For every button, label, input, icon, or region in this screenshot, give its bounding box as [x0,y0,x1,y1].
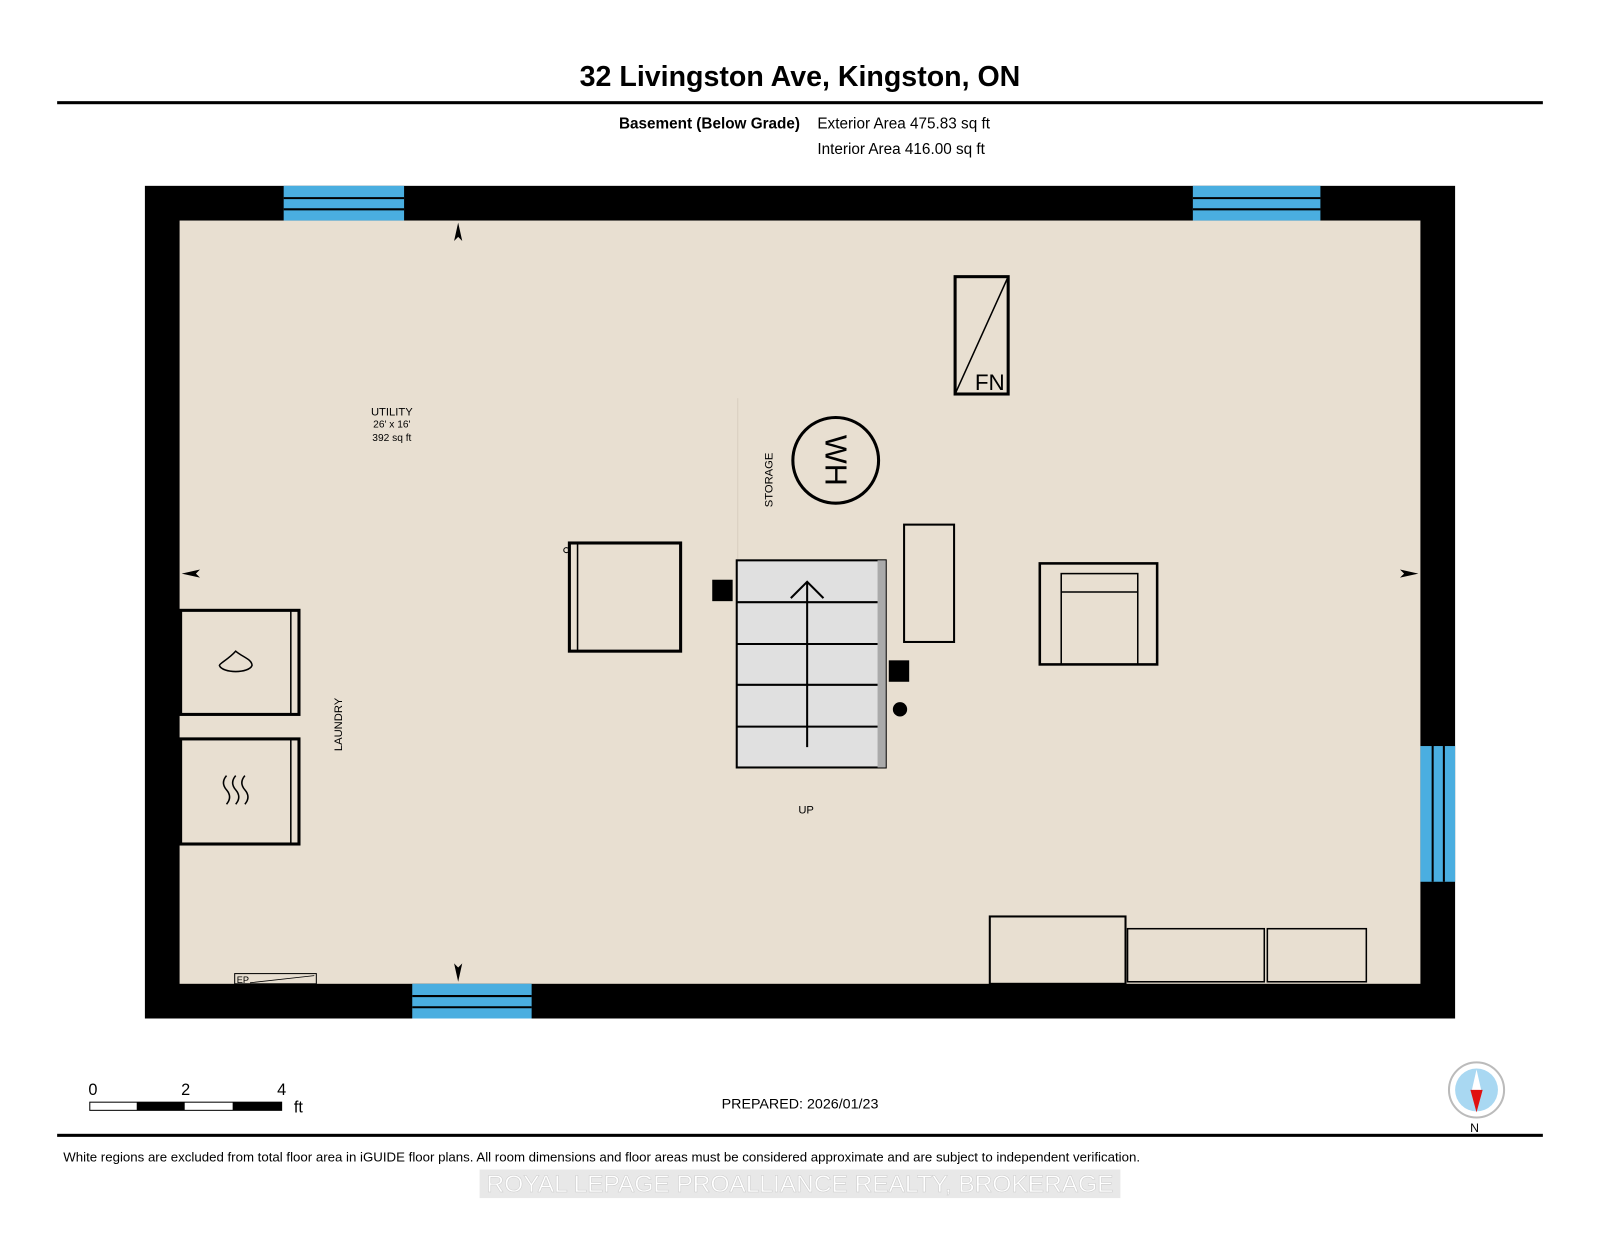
exterior-area: Exterior Area 475.83 sq ft [817,116,990,133]
chair [1038,562,1159,666]
dryer [179,737,301,846]
interior-area: Interior Area 416.00 sq ft [817,141,985,158]
disclaimer: White regions are excluded from total fl… [63,1149,1140,1164]
window-top-left [283,185,405,221]
column-post [888,660,910,682]
arrow-up-icon [454,222,463,241]
watermark: ROYAL LEPAGE PROALLIANCE REALTY, BROKERA… [487,1171,1114,1198]
scale-unit: ft [294,1098,304,1116]
round-post [892,702,908,717]
electrical-panel-label: EP [237,975,249,985]
cabinet [903,523,956,643]
counter [988,915,1127,985]
utility-dims: 26' x 16' [373,420,410,431]
footer-divider [57,1133,1543,1137]
water-heater: WH [791,415,881,505]
window-right [1420,746,1456,882]
compass-icon: N [1447,1061,1506,1135]
storage-label: STORAGE [763,453,775,508]
column-post [712,579,733,602]
window-bottom [412,983,532,1019]
utility-label: UTILITY [371,406,413,418]
washer [179,608,301,716]
header-divider [57,101,1543,105]
scale-bar: 0 2 4 ft [88,1081,303,1116]
compass-label: N [1470,1121,1479,1135]
shelving [1126,927,1368,983]
sink-tub [563,541,683,653]
furnace-label: FN [975,370,1005,395]
water-drop-icon [218,650,253,673]
watermark-bg [479,1169,1121,1199]
prepared-date: PREPARED: 2026/01/23 [722,1096,879,1112]
electrical-panel: EP [234,973,317,985]
heat-waves-icon [222,775,249,805]
arrow-left-icon [181,569,200,578]
water-heater-label: WH [819,435,853,486]
furnace: FN [953,275,1010,396]
stairs-up-label: UP [798,804,814,816]
utility-area: 392 sq ft [372,433,411,444]
window-top-right [1192,185,1321,221]
page-title: 32 Livingston Ave, Kingston, ON [580,61,1021,93]
floor-name: Basement (Below Grade) [619,116,800,133]
scale-tick: 0 [88,1081,97,1099]
scale-tick: 4 [277,1081,286,1099]
arrow-right-icon [1400,569,1419,578]
scale-tick: 2 [181,1081,190,1099]
arrow-down-icon [454,963,463,982]
staircase[interactable] [735,559,887,769]
laundry-label: LAUNDRY [333,697,345,751]
